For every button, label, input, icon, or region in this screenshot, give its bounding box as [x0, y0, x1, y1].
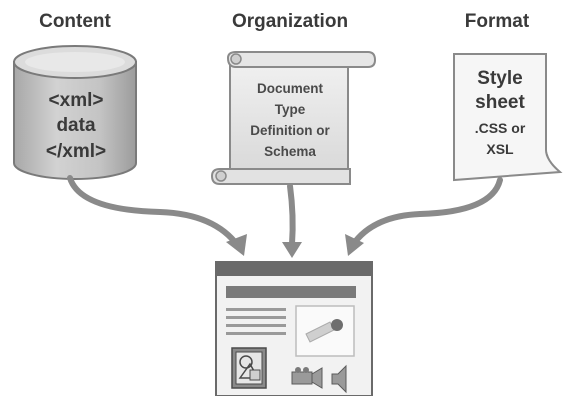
arrow-from-organization-head — [282, 242, 302, 258]
browser-title-bar — [216, 262, 372, 276]
database-label-open-tag: <xml> — [49, 90, 104, 111]
speaker-icon — [331, 364, 347, 394]
text-lines-icon — [226, 308, 286, 335]
database-icon: <xml> data </xml> — [13, 45, 137, 180]
heading-format: Format — [465, 11, 530, 32]
browser-window-icon — [215, 261, 373, 396]
scroll-label-schema: Schema — [264, 144, 316, 159]
scroll-label-definition: Definition or — [250, 123, 330, 138]
arrow-from-format — [349, 177, 503, 249]
scroll-icon: Document Type Definition or Schema — [210, 51, 377, 185]
scroll-label-document: Document — [257, 81, 324, 96]
stylesheet-label-xsl: XSL — [486, 141, 514, 157]
scroll-label-type: Type — [275, 102, 306, 117]
database-label-close-tag: </xml> — [46, 141, 106, 162]
stylesheet-label-sheet: sheet — [475, 92, 525, 113]
arrow-from-content-head — [226, 234, 247, 256]
arrow-from-organization — [287, 183, 296, 247]
stylesheet-label-css: .CSS or — [475, 120, 526, 136]
database-label-data: data — [56, 115, 96, 136]
shapes-icon — [231, 347, 267, 389]
heading-organization: Organization — [232, 11, 348, 32]
heading-content: Content — [39, 11, 111, 32]
video-camera-icon — [291, 367, 323, 389]
browser-header-bar — [226, 286, 356, 298]
arrow-from-format-head — [345, 234, 364, 256]
stylesheet-label-style: Style — [477, 68, 522, 89]
image-placeholder-icon — [295, 305, 355, 357]
arrow-from-content — [67, 175, 241, 249]
stylesheet-page-icon: Style sheet .CSS or XSL — [453, 53, 563, 182]
